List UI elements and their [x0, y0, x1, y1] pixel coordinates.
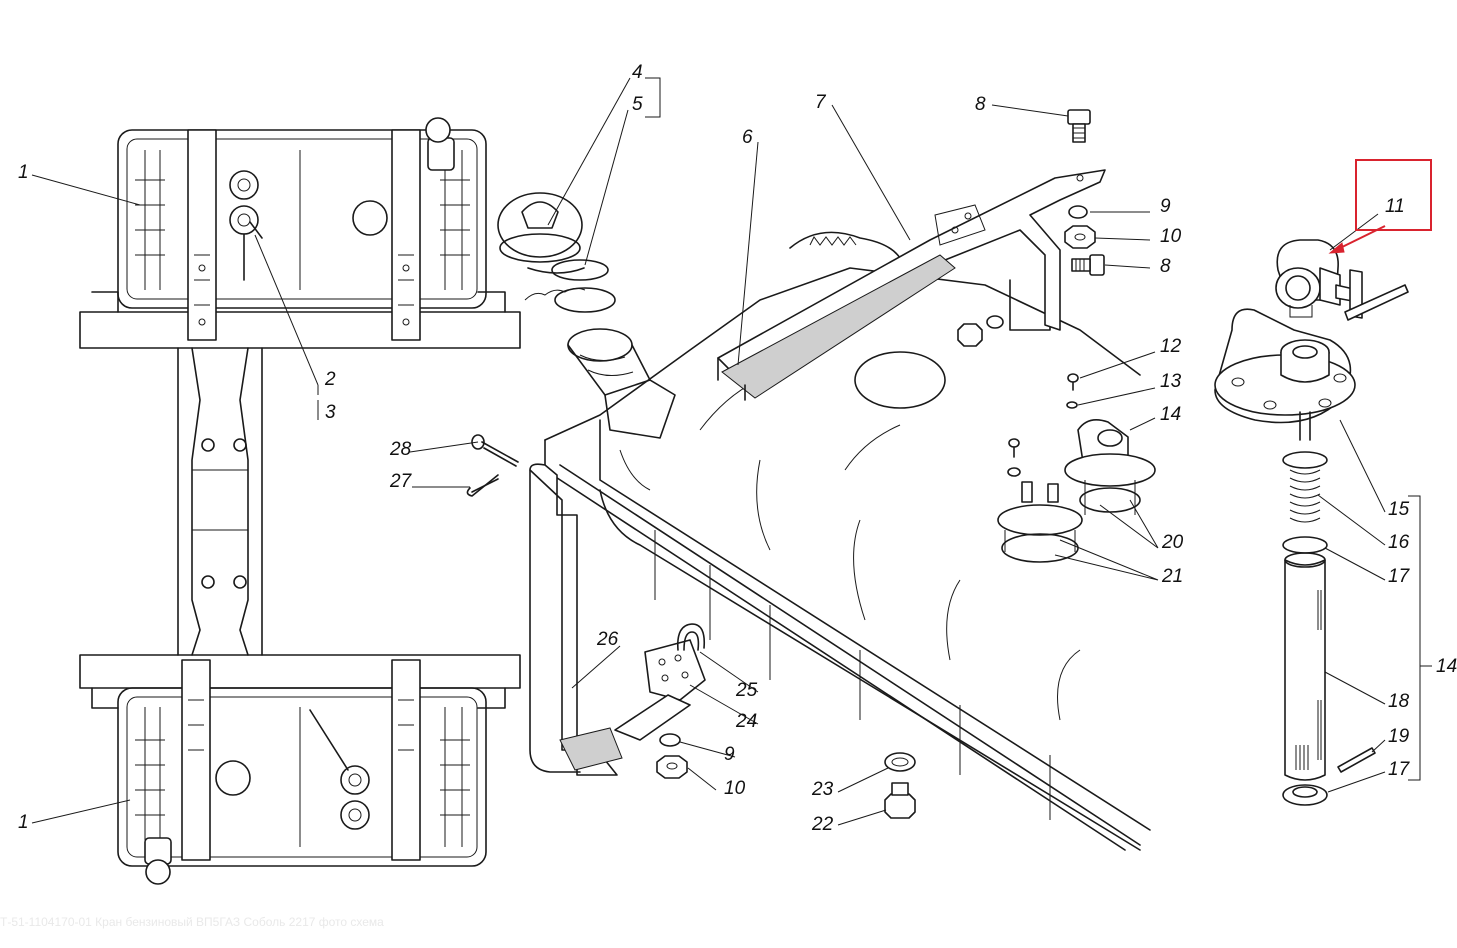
nut-10-top: [1064, 225, 1096, 249]
part-11-highlight: [1328, 159, 1432, 254]
strap-pad-6: [717, 254, 956, 401]
fuel-level-sensor-21: [997, 481, 1083, 563]
small-screws-left: [1007, 438, 1021, 477]
tank-mount-nut: [957, 315, 1004, 347]
label-28: 28: [389, 439, 412, 460]
seal-ring-17-top: [1282, 536, 1328, 554]
label-13: 13: [1160, 371, 1182, 392]
fuel-tap-11: [1275, 239, 1409, 321]
label-20: 20: [1161, 532, 1184, 553]
label-21: 21: [1161, 566, 1183, 587]
washer-13: [1066, 401, 1078, 409]
label-1-bottom: 1: [18, 812, 29, 833]
clamp-plate-24: [614, 639, 706, 741]
chassis-frame: [79, 291, 521, 709]
label-19: 19: [1388, 726, 1410, 747]
part-labels: 1 1 2 3 4 5 6 7 8 8 9 9 10 10 11 12 13 1…: [18, 62, 1457, 835]
label-9-top: 9: [1160, 196, 1171, 217]
filler-cap: [497, 192, 585, 274]
seal-ring-17-bottom: [1282, 784, 1328, 806]
label-17-top: 17: [1388, 566, 1411, 587]
label-24: 24: [735, 711, 757, 732]
label-26: 26: [596, 629, 619, 650]
fuel-tank-top-view-lower: [117, 659, 487, 885]
clevis-pin-28: [471, 434, 519, 467]
filler-gasket-and-chain: [524, 259, 616, 313]
pin-19: [1337, 747, 1376, 773]
label-27: 27: [389, 471, 413, 492]
eye-bolt-25: [676, 623, 706, 651]
leader-lines: [31, 77, 1432, 826]
label-22: 22: [811, 814, 834, 835]
label-16: 16: [1388, 532, 1410, 553]
washer-9-top: [1068, 205, 1088, 219]
label-8-top: 8: [975, 94, 986, 115]
drain-plug-22: [884, 782, 916, 819]
gasket-16: [1282, 451, 1328, 523]
label-14-right: 14: [1436, 656, 1457, 677]
label-3: 3: [325, 402, 336, 423]
label-7: 7: [815, 92, 827, 113]
tank-bracket-26: [529, 463, 623, 776]
label-1-top: 1: [18, 162, 29, 183]
label-9-bottom: 9: [724, 744, 735, 765]
bolt-8-mid: [1071, 254, 1105, 276]
fuel-tank-top-view-upper: [117, 117, 487, 341]
bolt-8-top: [1067, 109, 1091, 143]
label-6: 6: [742, 127, 753, 148]
label-14-top: 14: [1160, 404, 1181, 425]
nut-10-bottom: [656, 755, 688, 779]
label-25: 25: [735, 680, 758, 701]
label-4: 4: [632, 62, 643, 83]
label-10-bottom: 10: [724, 778, 746, 799]
tap-flange-15: [1214, 308, 1356, 441]
label-15: 15: [1388, 499, 1410, 520]
label-11: 11: [1385, 196, 1405, 217]
drain-gasket-23: [884, 752, 916, 772]
label-17-bottom: 17: [1388, 759, 1411, 780]
watermark-caption: Т-51-1104170-01 Кран бензиновый ВП5ГАЗ С…: [0, 915, 384, 929]
label-18: 18: [1388, 691, 1410, 712]
cotter-pin-27: [466, 474, 499, 497]
label-10-top: 10: [1160, 226, 1182, 247]
filter-18: [1284, 552, 1326, 781]
fuel-sender-14: [1064, 419, 1156, 515]
label-23: 23: [811, 779, 834, 800]
washer-9-bottom: [659, 733, 681, 747]
label-5: 5: [632, 94, 643, 115]
label-2: 2: [324, 369, 336, 390]
label-8-mid: 8: [1160, 256, 1171, 277]
label-12: 12: [1160, 336, 1182, 357]
screw-12: [1067, 373, 1079, 391]
filler-neck: [567, 328, 676, 439]
